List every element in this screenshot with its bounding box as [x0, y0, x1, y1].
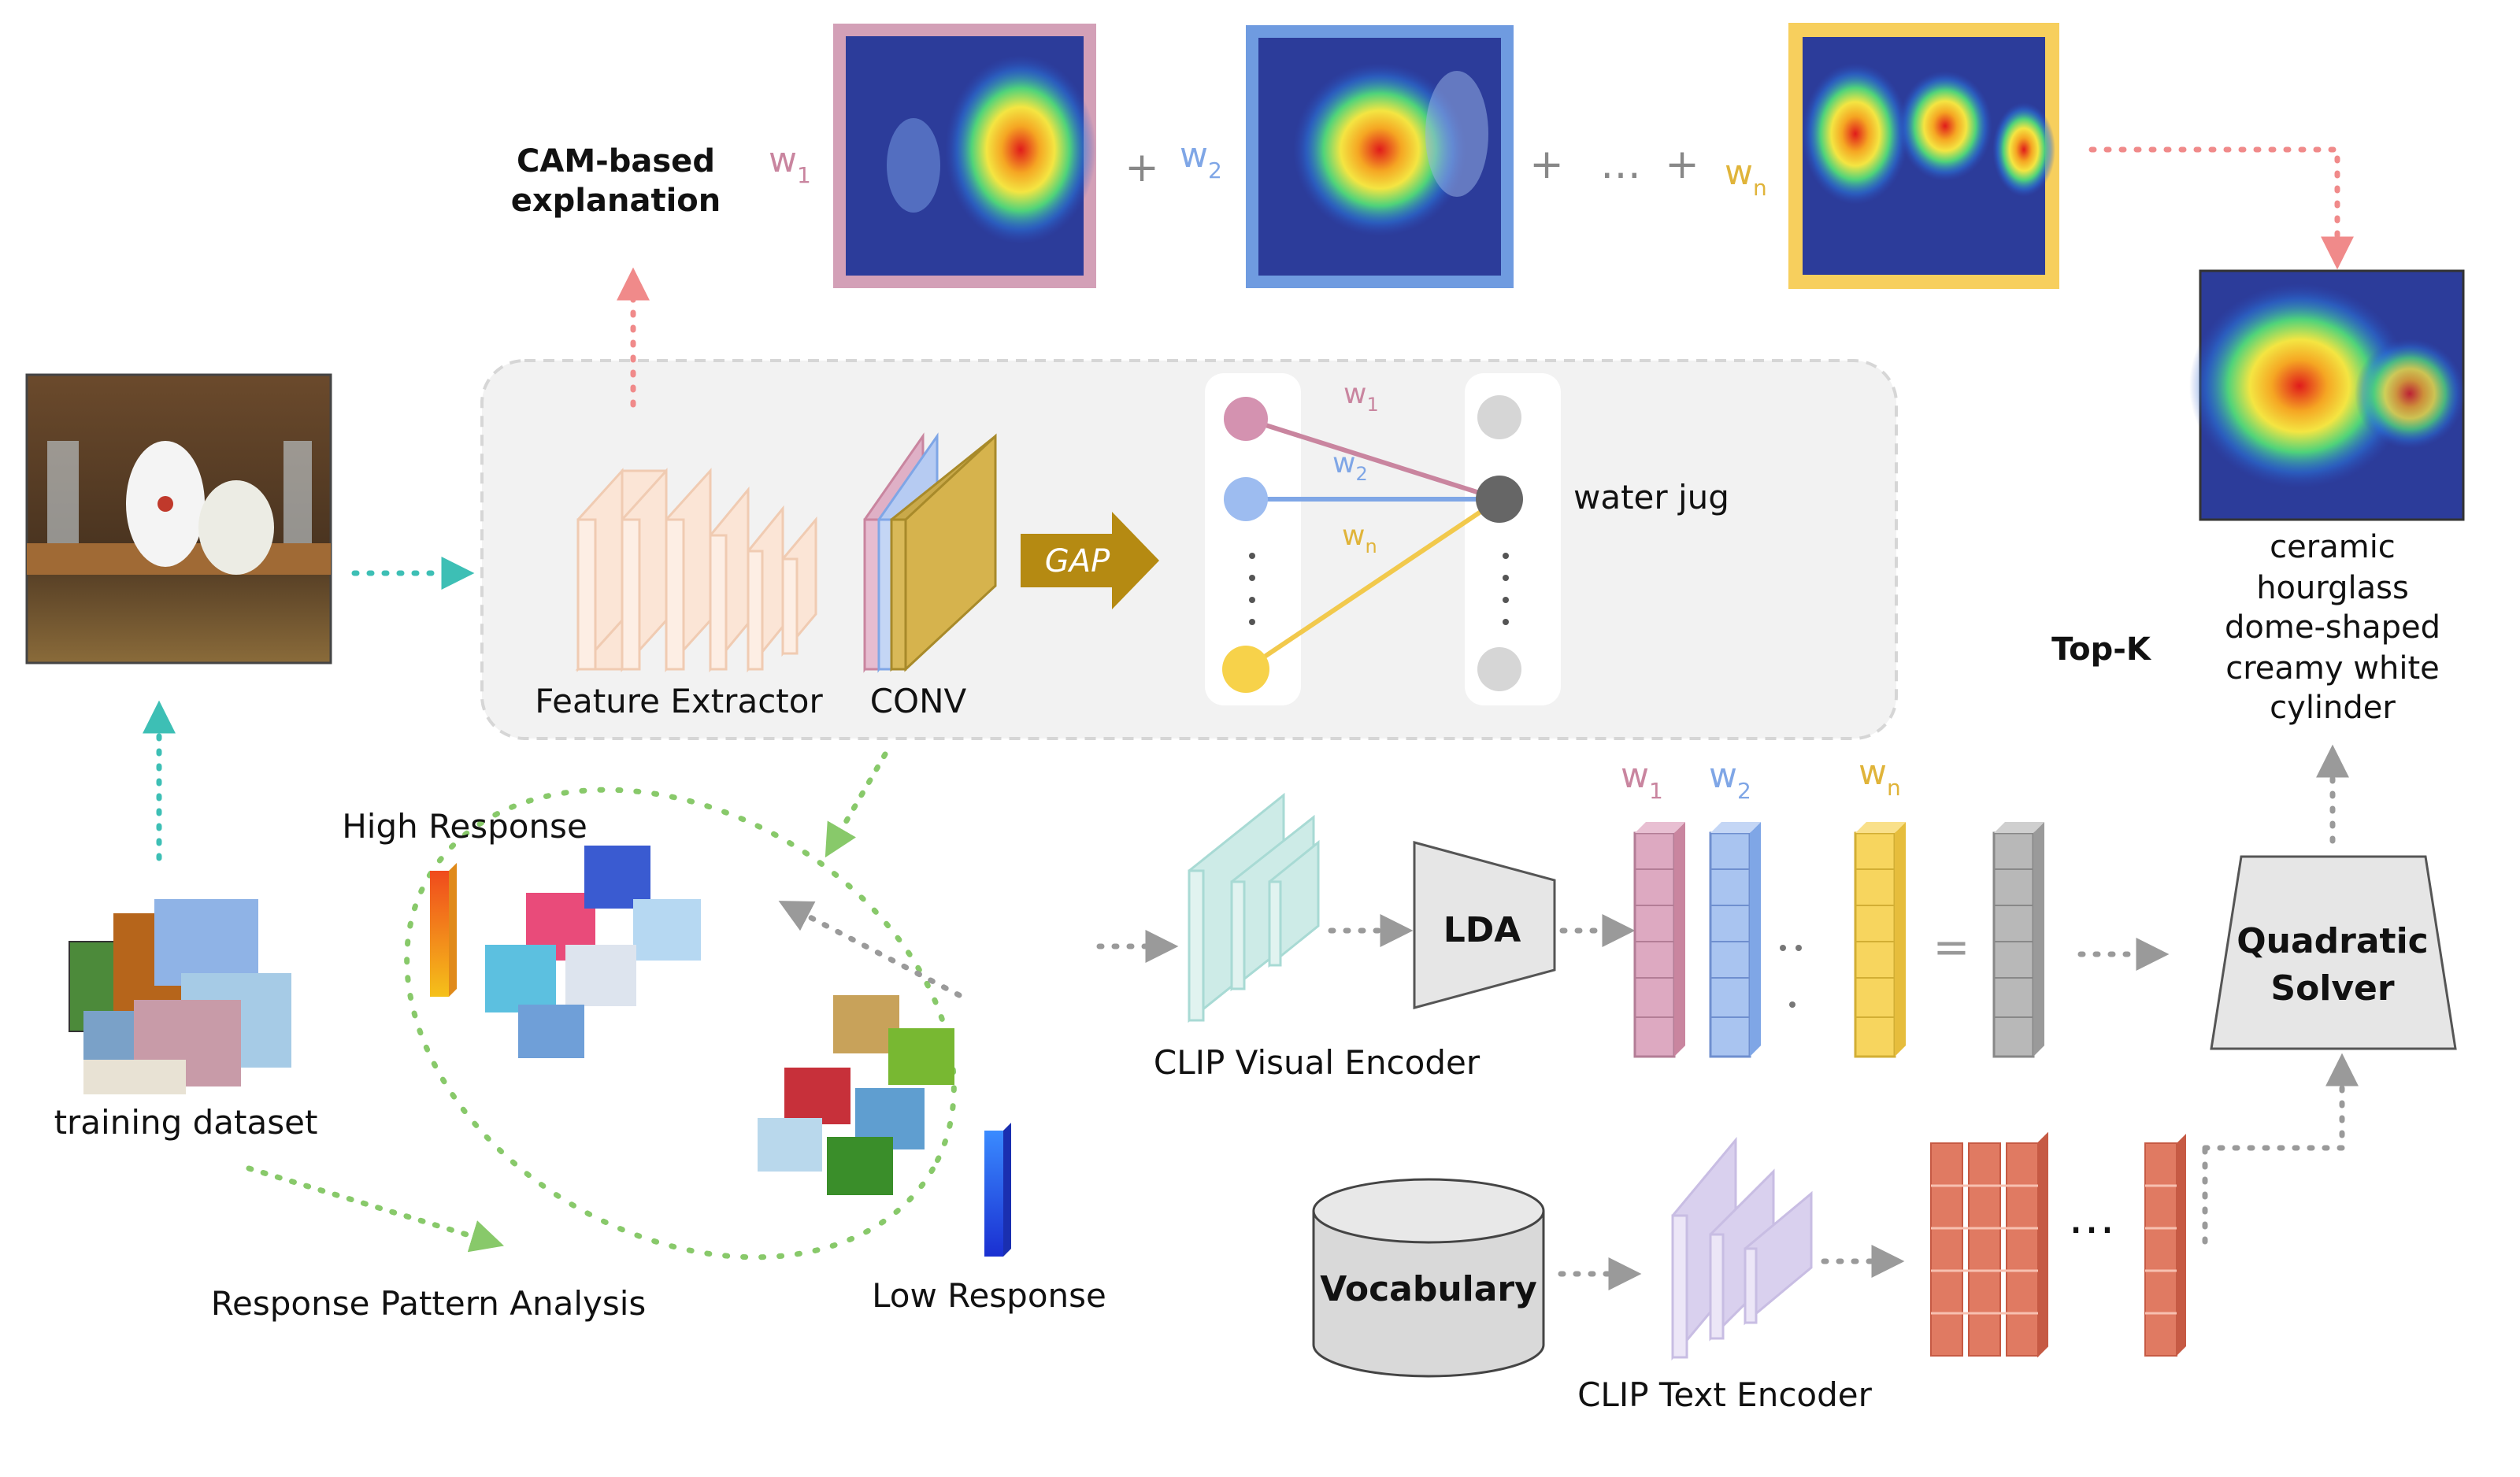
cam-heatmap-2: [1246, 25, 1514, 288]
text-embedding-last: [2144, 1134, 2186, 1357]
vocabulary-label: Vocabulary: [1320, 1269, 1537, 1309]
cam-label-line1: CAM-based: [517, 143, 715, 180]
lda-label: LDA: [1443, 910, 1521, 950]
gap-arrow: [1021, 512, 1159, 609]
plus-3: +: [1665, 141, 1699, 188]
concept-2: hourglass: [2256, 570, 2409, 606]
vector-label-w1: w1: [1621, 756, 1663, 804]
high-response-bar: [430, 863, 457, 997]
topk-label: Top-K: [2051, 631, 2152, 668]
arrow-low-to-high: [778, 901, 962, 998]
response-loop: [404, 787, 957, 1260]
vector-label-w2: w2: [1709, 756, 1751, 804]
conv-label: CONV: [870, 682, 967, 720]
low-response-label: Low Response: [872, 1276, 1106, 1315]
vector-label-wn: wn: [1858, 753, 1901, 801]
training-dataset-label: training dataset: [54, 1103, 318, 1142]
training-dataset-images: [69, 899, 291, 1094]
class-label: water jug: [1573, 478, 1729, 516]
node-ellipsis-right: [1503, 553, 1509, 625]
node-column-right: [1465, 373, 1561, 705]
gap-label: GAP: [1045, 543, 1110, 579]
text-embedding-grid: [1931, 1184, 2038, 1315]
concept-list: ceramic hourglass dome-shaped creamy whi…: [2225, 529, 2440, 726]
concept-3: dome-shaped: [2225, 609, 2440, 646]
node-w1: [1224, 397, 1268, 441]
node-wn: [1222, 646, 1269, 693]
weight-vector-w2: [1709, 822, 1761, 1058]
clip-text-label: CLIP Text Encoder: [1577, 1375, 1873, 1414]
high-response-images: [485, 846, 701, 1058]
node-ellipsis-left: [1249, 553, 1255, 625]
edge-label-wn: wn: [1342, 520, 1377, 557]
embedding-ellipsis: …: [2068, 1190, 2115, 1245]
conv-block: [863, 432, 997, 673]
plus-2: +: [1529, 141, 1564, 188]
node-out-bottom: [1477, 647, 1521, 691]
edge-wn: [1244, 497, 1501, 672]
node-out-top: [1477, 395, 1521, 439]
edge-label-w2: w2: [1332, 447, 1368, 485]
response-pattern-label: Response Pattern Analysis: [211, 1284, 647, 1323]
quadratic-solver-block: [2210, 855, 2457, 1050]
clip-visual-encoder-block: [1188, 792, 1320, 1024]
arrow-cam-to-result: [2088, 146, 2354, 270]
cam-heatmap-n: [1788, 23, 2059, 289]
concept-1: ceramic: [2270, 529, 2396, 565]
cam-heatmap-1: [833, 24, 1096, 288]
weight-vector-w1: [1633, 822, 1685, 1058]
cam-label-line2: explanation: [511, 183, 721, 219]
edge-w1: [1245, 416, 1500, 502]
concept-5: cylinder: [2270, 690, 2396, 726]
feature-extractor-label: Feature Extractor: [535, 682, 823, 720]
node-column-left: [1205, 373, 1301, 705]
input-image: [25, 373, 332, 664]
arrow-conv-to-analysis: [825, 751, 888, 858]
concept-4: creamy white: [2225, 650, 2440, 687]
edge-label-w1: w1: [1343, 378, 1379, 416]
node-w2: [1224, 477, 1268, 521]
text-embeddings: [1930, 1131, 2048, 1358]
equals-sign: =: [1933, 922, 1970, 973]
arrow-embeddings-to-solver: [2202, 1053, 2359, 1151]
clip-visual-label: CLIP Visual Encoder: [1154, 1043, 1480, 1082]
plus-1: +: [1125, 144, 1159, 191]
low-response-bar: [984, 1123, 1011, 1257]
vector-ellipsis: [1780, 945, 1802, 1008]
weight-vector-wn: [1854, 822, 1906, 1058]
result-heatmap: [2189, 269, 2465, 521]
feature-extractor-block: [575, 468, 817, 673]
vocabulary-cylinder: [1312, 1178, 1545, 1378]
cam-weight-w1: w1: [769, 140, 811, 188]
quadratic-solver-line1: Quadratic: [2236, 921, 2429, 961]
combined-vector: [1992, 822, 2044, 1058]
ellipsis-cam: …: [1600, 141, 1641, 188]
arrow-dataset-to-analysis: [246, 1165, 505, 1253]
clip-text-encoder-block: [1671, 1136, 1813, 1361]
node-out-class: [1476, 476, 1523, 523]
lda-block: [1413, 841, 1556, 1009]
cam-weight-wn: wn: [1725, 153, 1767, 201]
cam-weight-w2: w2: [1180, 135, 1222, 183]
low-response-images: [758, 995, 954, 1195]
high-response-label: High Response: [342, 807, 587, 846]
quadratic-solver-line2: Solver: [2270, 968, 2395, 1009]
